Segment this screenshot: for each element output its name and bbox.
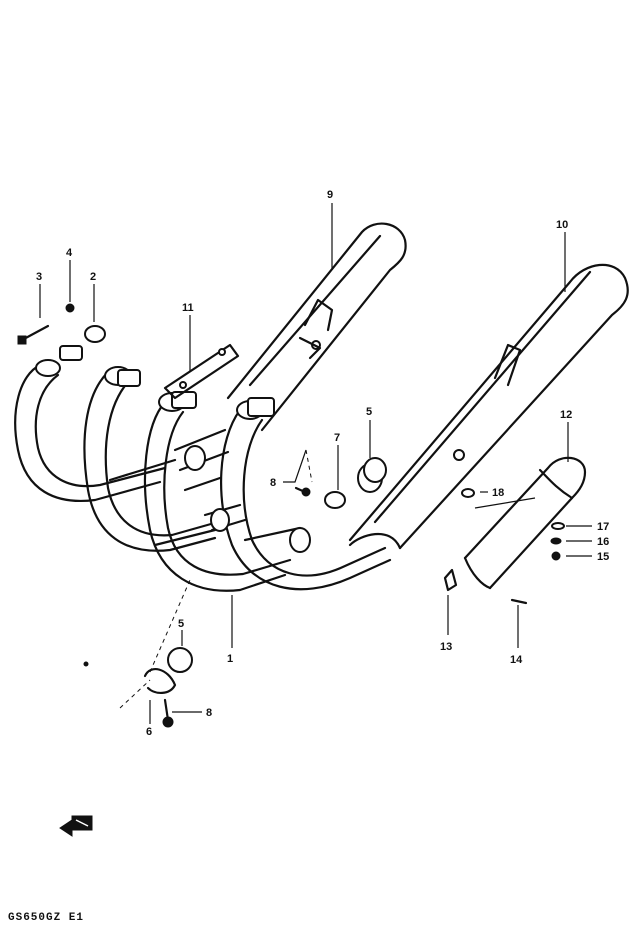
bracket-11 — [163, 343, 240, 400]
callout-5-upper: 5 — [366, 406, 372, 418]
callout-18: 18 — [492, 487, 504, 499]
callout-11: 11 — [182, 302, 194, 314]
model-code: GS650GZ E1 — [8, 912, 84, 924]
callout-16: 16 — [597, 536, 609, 548]
callout-15: 15 — [597, 551, 609, 563]
muffler-9 — [226, 222, 407, 432]
callout-17: 17 — [597, 521, 609, 533]
callout-12: 12 — [560, 409, 572, 421]
front-arrow-icon — [59, 815, 93, 837]
leader-lines — [39, 203, 592, 724]
exhaust-pipe-1 — [14, 345, 167, 502]
callout-9: 9 — [327, 189, 333, 201]
heat-shield-12 — [463, 456, 587, 590]
callout-4: 4 — [66, 247, 73, 259]
exhaust-pipe-4 — [220, 397, 392, 591]
callout-13: 13 — [440, 641, 452, 653]
callout-3: 3 — [36, 271, 42, 283]
callout-8-lower: 8 — [206, 707, 212, 719]
callout-14: 14 — [510, 654, 523, 666]
callout-1: 1 — [227, 653, 233, 665]
hardware-items — [17, 303, 565, 728]
crossover-tubes — [108, 428, 311, 553]
callout-10: 10 — [556, 219, 568, 231]
callout-5-lower: 5 — [178, 618, 184, 630]
callout-7: 7 — [334, 432, 340, 444]
callout-2: 2 — [90, 271, 96, 283]
callout-8-upper: 8 — [270, 477, 276, 489]
muffler-10 — [348, 263, 629, 550]
callout-6: 6 — [146, 726, 152, 738]
callout-labels: 1 2 3 4 5 5 6 7 8 8 9 10 11 12 13 14 15 … — [36, 189, 609, 738]
